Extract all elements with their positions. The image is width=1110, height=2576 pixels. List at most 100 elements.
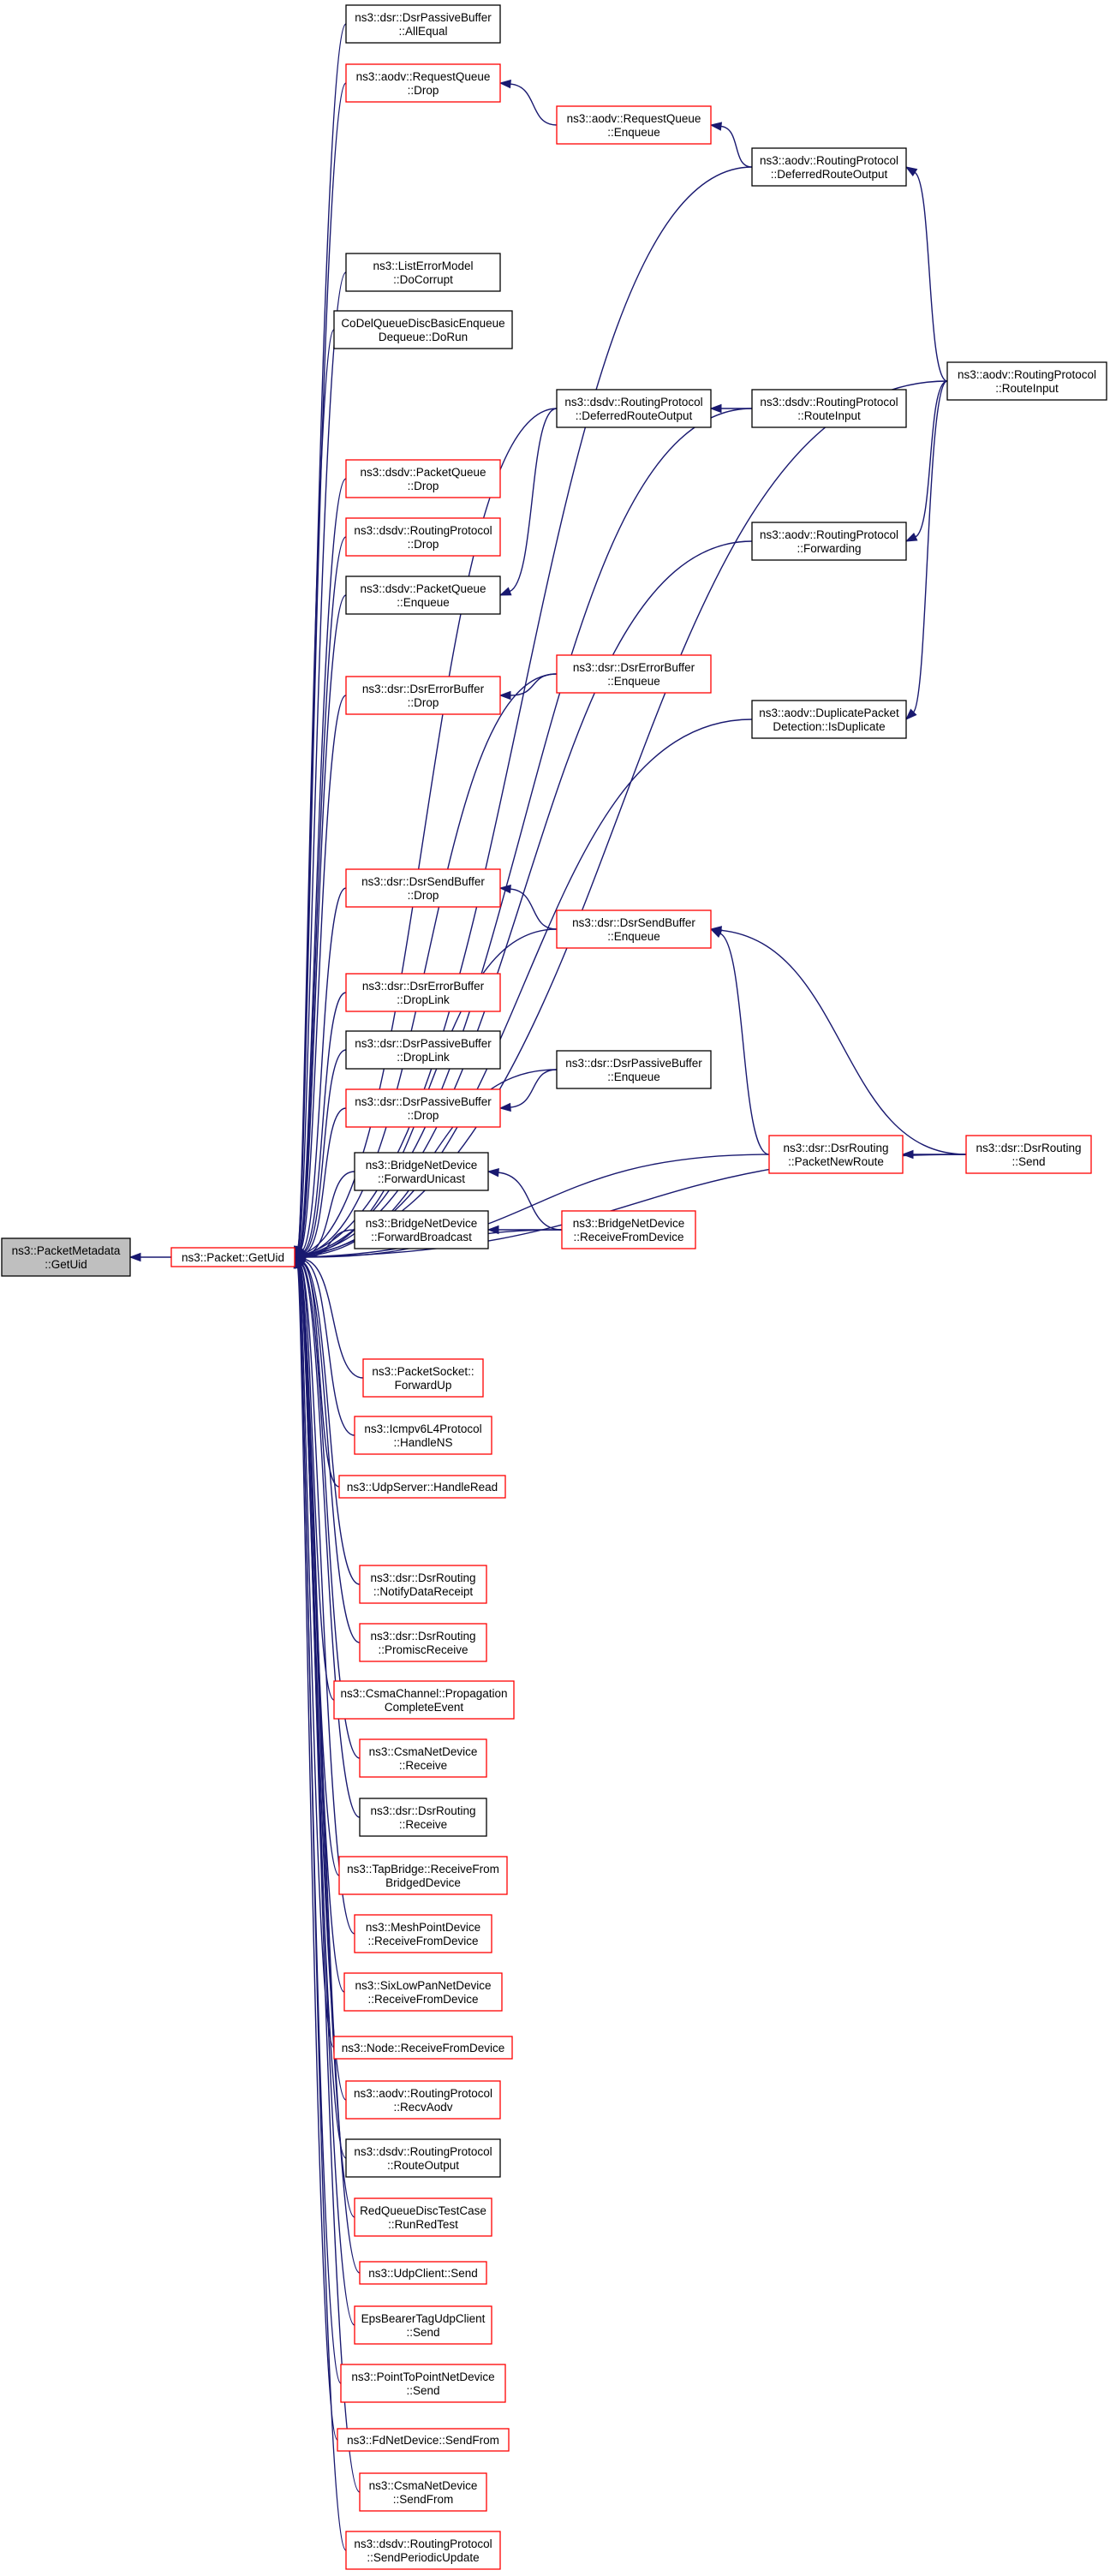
node-label-line: ::Drop — [408, 84, 439, 97]
node-udpserver_handleread[interactable]: ns3::UdpServer::HandleRead — [338, 1475, 506, 1499]
node-box — [345, 868, 501, 908]
node-box — [345, 2080, 501, 2120]
node-label-line: ::Send — [406, 2384, 439, 2397]
node-dsdv_rp_sendperiodicupdate[interactable]: ns3::dsdv::RoutingProtocol::SendPeriodic… — [345, 2531, 501, 2570]
node-dsr_routing_packetnewroute[interactable]: ns3::dsr::DsrRouting::PacketNewRoute — [768, 1135, 904, 1174]
node-label-line: ::RunRedTest — [388, 2218, 458, 2231]
node-epsbearer_send[interactable]: EpsBearerTagUdpClient::Send — [354, 2305, 492, 2345]
node-csmanetdevice_sendfrom[interactable]: ns3::CsmaNetDevice::SendFrom — [359, 2472, 487, 2512]
edge-line — [297, 1267, 347, 2551]
node-label-line: ns3::dsr::DsrRouting — [783, 1142, 888, 1154]
node-dsr_errorbuffer_droplink[interactable]: ns3::dsr::DsrErrorBuffer::DropLink — [345, 973, 501, 1012]
node-aodv_rq_drop[interactable]: ns3::aodv::RequestQueue::Drop — [345, 63, 501, 103]
edge-line — [302, 1262, 361, 1643]
node-fdnetdevice_sendfrom[interactable]: ns3::FdNetDevice::SendFrom — [337, 2428, 510, 2452]
node-csmachannel_propagation[interactable]: ns3::CsmaChannel::PropagationCompleteEve… — [333, 1680, 515, 1720]
edge-line — [303, 1049, 347, 1254]
node-dsdv_rp_routeoutput[interactable]: ns3::dsdv::RoutingProtocol::RouteOutput — [345, 2138, 501, 2178]
node-aodv_dup_isduplicate[interactable]: ns3::aodv::DuplicatePacketDetection::IsD… — [751, 700, 907, 739]
node-label-line: ::ForwardBroadcast — [371, 1231, 472, 1243]
node-sixlowpan_receivefromdevice[interactable]: ns3::SixLowPanNetDevice::ReceiveFromDevi… — [343, 1972, 503, 2012]
node-box — [556, 1050, 712, 1089]
edge-dsr_routing_packetnewroute-to-dsr_sendbuffer_enqueue — [709, 928, 770, 1155]
node-bridge_forwardbroadcast[interactable]: ns3::BridgeNetDevice::ForwardBroadcast — [354, 1210, 489, 1249]
node-label-line: ::RouteInput — [797, 409, 861, 422]
node-dsr_routing_notifydatareceipt[interactable]: ns3::dsr::DsrRouting::NotifyDataReceipt — [359, 1565, 487, 1604]
node-aodv_rp_routeinput[interactable]: ns3::aodv::RoutingProtocol::RouteInput — [946, 361, 1107, 401]
node-label-line: ::Forwarding — [797, 542, 861, 555]
node-packet_getuid[interactable]: ns3::Packet::GetUid — [170, 1247, 295, 1267]
edge-line — [300, 1265, 355, 1935]
node-p2pnetdevice_send[interactable]: ns3::PointToPointNetDevice::Send — [340, 2364, 506, 2403]
arrowhead — [128, 1252, 141, 1262]
node-label-line: ::PacketNewRoute — [788, 1155, 884, 1168]
node-dsr_errorbuffer_drop[interactable]: ns3::dsr::DsrErrorBuffer::Drop — [345, 676, 501, 715]
node-redqueue_runredtest[interactable]: RedQueueDiscTestCase::RunRedTest — [354, 2197, 492, 2237]
node-label-line: ::GetUid — [45, 1258, 87, 1271]
node-box — [340, 2364, 506, 2403]
edge-line — [298, 1266, 361, 2493]
node-label-line: ::RouteInput — [995, 382, 1059, 395]
node-label-line: ::HandleNS — [393, 1436, 452, 1449]
node-box — [751, 522, 907, 561]
node-aodv_rq_enqueue[interactable]: ns3::aodv::RequestQueue::Enqueue — [556, 105, 712, 145]
node-dsr_passive_droplink[interactable]: ns3::dsr::DsrPassiveBuffer::DropLink — [345, 1030, 501, 1070]
node-label-line: ns3::BridgeNetDevice — [573, 1217, 685, 1230]
node-icmpv6l4_handlens[interactable]: ns3::Icmpv6L4Protocol::HandleNS — [354, 1416, 492, 1455]
node-aodv_rp_recvaodv[interactable]: ns3::aodv::RoutingProtocol::RecvAodv — [345, 2080, 501, 2120]
arrowhead — [498, 1102, 511, 1112]
arrowhead — [904, 708, 917, 721]
node-dsdv_pq_enqueue[interactable]: ns3::dsdv::PacketQueue::Enqueue — [345, 575, 501, 615]
node-box — [359, 1738, 487, 1778]
node-dsr_passive_allequal[interactable]: ns3::dsr::DsrPassiveBuffer::AllEqual — [345, 4, 501, 44]
edge-line — [510, 673, 558, 696]
node-meshpoint_receivefromdevice[interactable]: ns3::MeshPointDevice::ReceiveFromDevice — [354, 1914, 492, 1953]
edge-line — [302, 1261, 361, 1585]
node-label-line: ::Drop — [408, 1109, 439, 1122]
node-dsr_routing_promiscreceive[interactable]: ns3::dsr::DsrRouting::PromiscReceive — [359, 1623, 487, 1662]
edge-line — [297, 329, 335, 1248]
edge-line — [299, 478, 347, 1249]
node-box — [1, 1237, 131, 1277]
node-box — [345, 575, 501, 615]
node-dsr_sendbuffer_enqueue[interactable]: ns3::dsr::DsrSendBuffer::Enqueue — [556, 909, 712, 949]
edge-line — [915, 380, 948, 538]
node-box — [354, 1210, 489, 1249]
node-dsr_passive_enqueue[interactable]: ns3::dsr::DsrPassiveBuffer::Enqueue — [556, 1050, 712, 1089]
node-dsr_routing_receive[interactable]: ns3::dsr::DsrRouting::Receive — [359, 1798, 487, 1837]
node-listerror_docorrupt[interactable]: ns3::ListErrorModel::DoCorrupt — [345, 253, 501, 292]
edge-dsdv_rp_routeinput-to-dsdv_rp_deferred — [709, 403, 752, 414]
node-dsr_errorbuffer_enqueue[interactable]: ns3::dsr::DsrErrorBuffer::Enqueue — [556, 654, 712, 694]
node-label-line: ns3::aodv::RoutingProtocol — [760, 528, 898, 541]
node-dsr_passive_drop[interactable]: ns3::dsr::DsrPassiveBuffer::Drop — [345, 1088, 501, 1128]
node-dsdv_rp_drop[interactable]: ns3::dsdv::RoutingProtocol::Drop — [345, 517, 501, 557]
node-dsdv_rp_deferred[interactable]: ns3::dsdv::RoutingProtocol::DeferredRout… — [556, 389, 712, 428]
node-dsdv_rp_routeinput[interactable]: ns3::dsdv::RoutingProtocol::RouteInput — [751, 389, 907, 428]
node-label-line: ns3::dsr::DsrPassiveBuffer — [355, 11, 492, 24]
edge-listerror_docorrupt-to-packet_getuid — [294, 271, 347, 1259]
node-dsdv_pq_drop[interactable]: ns3::dsdv::PacketQueue::Drop — [345, 459, 501, 498]
node-label-line: CoDelQueueDiscBasicEnqueue — [341, 317, 504, 330]
node-packetsocket_forwardup[interactable]: ns3::PacketSocket::ForwardUp — [362, 1358, 484, 1398]
node-label-line: ::ReceiveFromDevice — [367, 1993, 478, 2006]
node-box — [362, 1358, 484, 1398]
arrowhead — [901, 1149, 914, 1160]
node-label-line: ns3::SixLowPanNetDevice — [355, 1979, 491, 1992]
edge-aodv_rp_routeinput-to-packet_getuid — [293, 380, 948, 1261]
node-bridge_receivefromdevice[interactable]: ns3::BridgeNetDevice::ReceiveFromDevice — [561, 1210, 696, 1249]
node-csmanetdevice_receive[interactable]: ns3::CsmaNetDevice::Receive — [359, 1738, 487, 1778]
node-box — [345, 2531, 501, 2570]
node-aodv_rp_forwarding[interactable]: ns3::aodv::RoutingProtocol::Forwarding — [751, 522, 907, 561]
edge-aodv_rq_enqueue-to-aodv_rq_drop — [498, 79, 558, 126]
node-node_receivefromdevice[interactable]: ns3::Node::ReceiveFromDevice — [333, 2036, 513, 2060]
node-aodv_rp_deferred[interactable]: ns3::aodv::RoutingProtocol::DeferredRout… — [751, 147, 907, 187]
node-dsr_routing_send[interactable]: ns3::dsr::DsrRouting::Send — [965, 1135, 1092, 1174]
node-label-line: ns3::aodv::RoutingProtocol — [354, 2087, 492, 2100]
node-bridge_forwardunicast[interactable]: ns3::BridgeNetDevice::ForwardUnicast — [354, 1152, 489, 1191]
node-udpclient_send[interactable]: ns3::UdpClient::Send — [359, 2261, 487, 2285]
node-dsr_sendbuffer_drop[interactable]: ns3::dsr::DsrSendBuffer::Drop — [345, 868, 501, 908]
node-box — [561, 1210, 696, 1249]
edge-line — [498, 1172, 563, 1231]
